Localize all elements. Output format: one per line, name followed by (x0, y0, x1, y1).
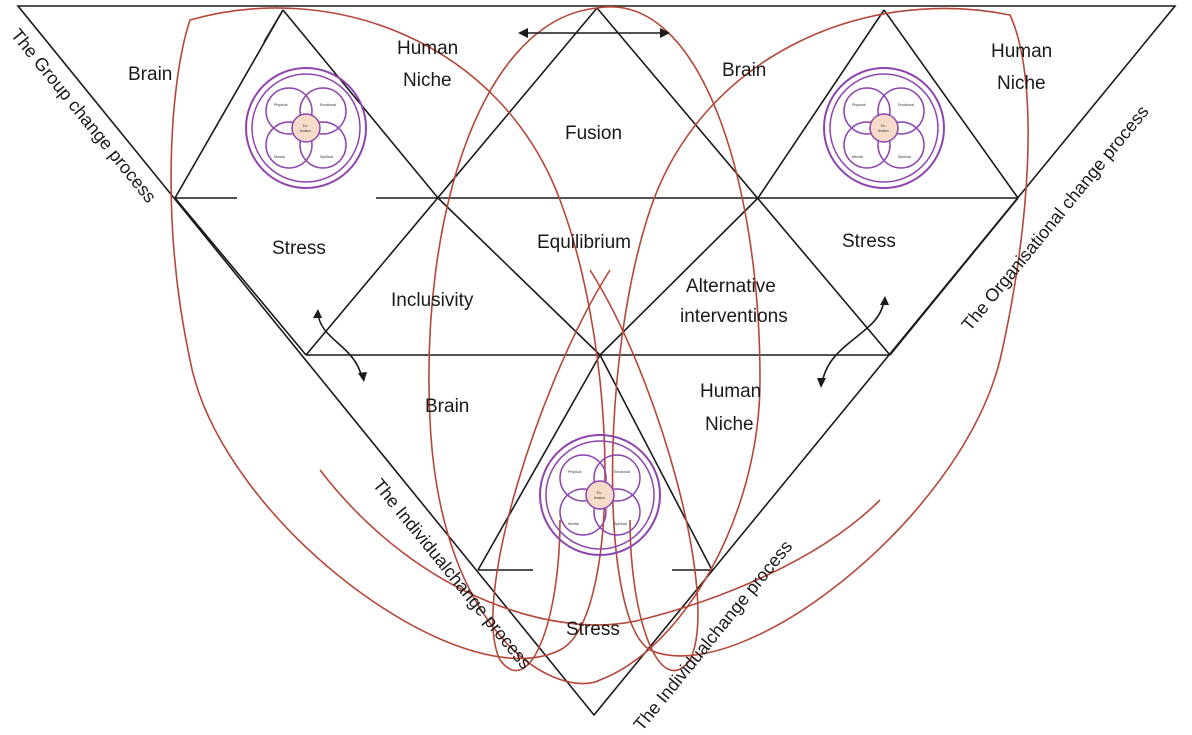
wellness-rosette-left: Physical Emotional Mental Spiritual Ex- … (245, 67, 367, 189)
loop-bottom-right (589, 269, 699, 672)
emotional-label: Emotional (320, 103, 336, 107)
curved-arrow-right (817, 296, 889, 388)
organisational-change-process-label: The Organisational change process (958, 102, 1153, 335)
inner-line-right (599, 197, 759, 356)
equilibrium-label: Equilibrium (537, 232, 631, 253)
physical-label: Physical (852, 103, 866, 107)
human-label-bottom: Human (700, 381, 761, 402)
center-top-label: Ex- (597, 491, 602, 495)
bottom-apex-right (599, 354, 713, 571)
spiritual-label: Spiritual (898, 155, 911, 159)
right-apex-right (883, 9, 1019, 199)
center-bottom-label: tension (594, 496, 605, 500)
spiritual-label: Spiritual (320, 155, 333, 159)
mental-label: Mental (568, 522, 579, 526)
center-bottom-label: tension (300, 129, 311, 133)
emotional-label: Emotional (614, 470, 630, 474)
emotional-label: Emotional (898, 103, 914, 107)
physical-label: Physical (568, 470, 582, 474)
niche-label-left: Niche (403, 70, 452, 91)
spiritual-label: Spiritual (614, 522, 627, 526)
group-change-process-label: The Group change process (7, 25, 160, 207)
loop-center (428, 6, 761, 685)
fusion-triangle-left (305, 7, 598, 356)
mental-label: Mental (852, 155, 863, 159)
mental-label: Mental (274, 155, 285, 159)
outer-triangle (16, 5, 1177, 717)
wellness-rosette-bottom: Physical Emotional Mental Spiritual Ex- … (539, 434, 661, 556)
red-loops (170, 6, 1029, 685)
bottom-apex-left (477, 354, 601, 571)
double-arrow-top (518, 28, 670, 38)
fusion-triangle-right (596, 7, 891, 356)
right-apex-left (757, 9, 885, 199)
niche-label-right: Niche (997, 73, 1046, 94)
interventions-label: interventions (680, 306, 788, 327)
wellness-rosette-right: Physical Emotional Mental Spiritual Ex- … (823, 67, 945, 189)
brain-label-left: Brain (128, 64, 172, 85)
brain-label-right: Brain (722, 60, 766, 81)
human-label-right: Human (991, 41, 1052, 62)
right-diag (889, 197, 1019, 356)
brain-label-bottom: Brain (425, 396, 469, 417)
fusion-label: Fusion (565, 123, 622, 144)
inclusivity-label: Inclusivity (391, 290, 474, 311)
human-label-left: Human (397, 38, 458, 59)
center-top-label: Ex- (881, 124, 886, 128)
curved-arrow-left (313, 309, 367, 382)
loop-bottom-left (492, 269, 611, 672)
alternative-label: Alternative (686, 276, 776, 297)
niche-label-bottom: Niche (705, 414, 754, 435)
physical-label: Physical (274, 103, 288, 107)
stress-label-right: Stress (842, 231, 896, 252)
left-apex-top-l (263, 9, 284, 43)
loop-left (170, 7, 606, 660)
inner-line-left (437, 197, 601, 356)
center-top-label: Ex- (303, 124, 308, 128)
loop-wide (319, 469, 881, 626)
left-diag (174, 197, 307, 356)
center-bottom-label: tension (878, 129, 889, 133)
loop-right (611, 7, 1029, 657)
stress-label-bottom: Stress (566, 619, 620, 640)
stress-label-left: Stress (272, 238, 326, 259)
